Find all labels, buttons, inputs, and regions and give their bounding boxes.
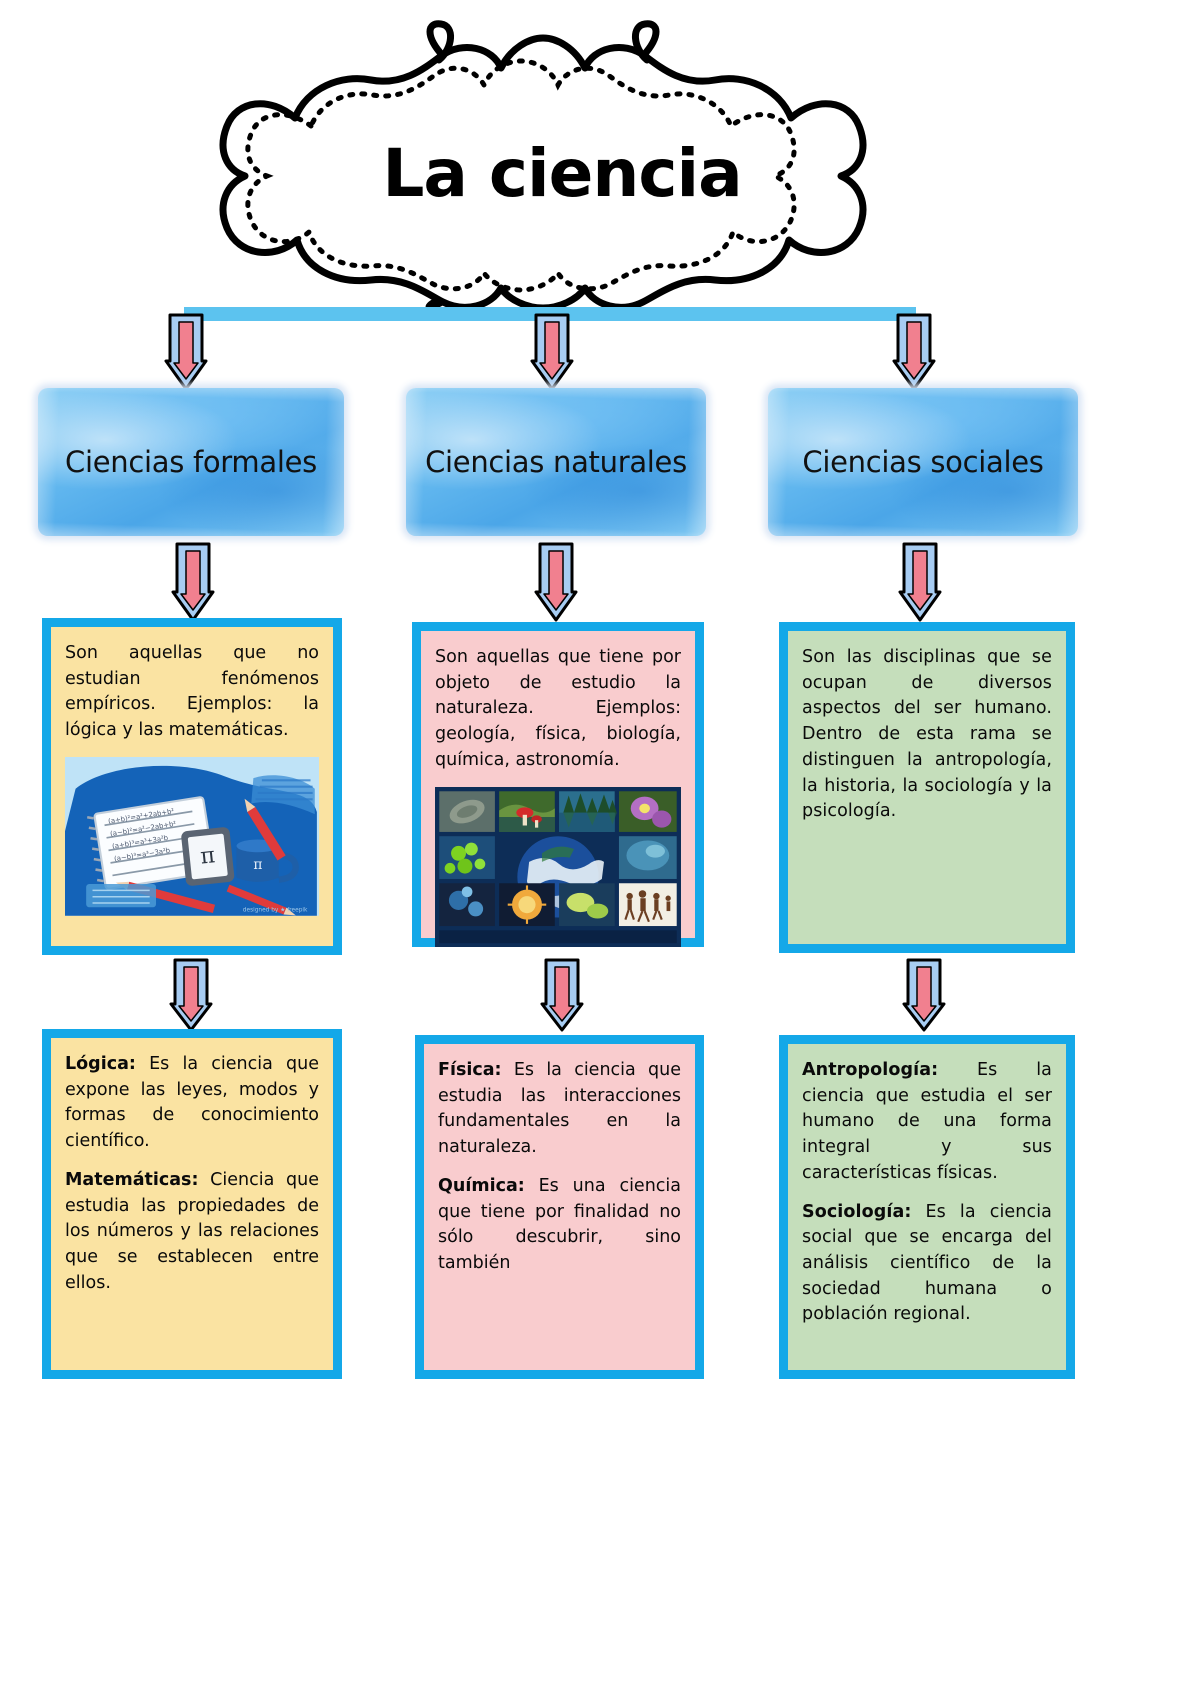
svg-text:π: π bbox=[253, 857, 262, 873]
detail-paragraph: Sociología: Es la ciencia social que se … bbox=[802, 1200, 1052, 1329]
detail-text: Ciencia que estudia las propiedades de l… bbox=[65, 1169, 319, 1293]
math-notebook-pi-illustration: (a+b)²=a²+2ab+b² (a−b)²=a²−2ab+b² (a+b)³… bbox=[65, 756, 319, 916]
branch-heading-formales[interactable]: Ciencias formales bbox=[38, 388, 344, 536]
page-title: La ciencia bbox=[382, 134, 742, 212]
description-box-naturales: Son aquellas que tiene por objeto de est… bbox=[412, 622, 704, 948]
down-arrow-icon bbox=[892, 313, 936, 391]
detail-box-formales: Lógica: Es la ciencia que expone las ley… bbox=[42, 1029, 342, 1379]
branch-heading-sociales[interactable]: Ciencias sociales bbox=[768, 388, 1078, 536]
description-box-sociales: Son las disciplinas que se ocupan de div… bbox=[779, 622, 1075, 953]
detail-term: Física: bbox=[438, 1060, 502, 1080]
detail-term: Matemáticas: bbox=[65, 1169, 199, 1190]
down-arrow-icon bbox=[164, 313, 208, 391]
detail-text: Es una ciencia que tiene por finalidad n… bbox=[438, 1175, 681, 1274]
detail-text: Es la ciencia que expone las leyes, modo… bbox=[65, 1054, 319, 1152]
branch-heading-label: Ciencias sociales bbox=[802, 445, 1044, 479]
down-arrow-icon bbox=[530, 313, 574, 391]
description-text: Son aquellas que tiene por objeto de est… bbox=[435, 647, 681, 770]
detail-box-sociales: Antropología: Es la ciencia que estudia … bbox=[779, 1035, 1075, 1379]
branch-heading-naturales[interactable]: Ciencias naturales bbox=[406, 388, 706, 536]
down-arrow-icon bbox=[898, 542, 942, 622]
down-arrow-icon bbox=[902, 958, 946, 1032]
detail-text: Es la ciencia que estudia las interaccio… bbox=[438, 1060, 681, 1158]
down-arrow-icon bbox=[169, 958, 213, 1032]
down-arrow-icon bbox=[540, 958, 584, 1032]
description-text: Son las disciplinas que se ocupan de div… bbox=[802, 647, 1052, 822]
detail-paragraph: Química: Es una ciencia que tiene por fi… bbox=[438, 1174, 681, 1277]
detail-text: Es la ciencia que estudia el ser humano … bbox=[802, 1060, 1052, 1183]
detail-paragraph: Lógica: Es la ciencia que expone las ley… bbox=[65, 1052, 319, 1155]
detail-paragraph: Física: Es la ciencia que estudia las in… bbox=[438, 1058, 681, 1161]
svg-text:designed by ★ freepik: designed by ★ freepik bbox=[243, 906, 308, 913]
detail-term: Antropología: bbox=[802, 1060, 939, 1080]
detail-term: Sociología: bbox=[802, 1201, 912, 1222]
detail-paragraph: Matemáticas: Ciencia que estudia las pro… bbox=[65, 1168, 319, 1297]
title-banner: La ciencia bbox=[175, 18, 915, 308]
branch-heading-label: Ciencias naturales bbox=[425, 445, 687, 479]
down-arrow-icon bbox=[171, 542, 215, 622]
down-arrow-icon bbox=[534, 542, 578, 622]
detail-term: Química: bbox=[438, 1175, 525, 1196]
svg-text:π: π bbox=[199, 842, 216, 869]
detail-box-naturales: Física: Es la ciencia que estudia las in… bbox=[415, 1035, 704, 1379]
description-box-formales: Son aquellas que no estudian fenómenos e… bbox=[42, 618, 342, 955]
detail-term: Lógica: bbox=[65, 1054, 136, 1074]
branch-heading-label: Ciencias formales bbox=[65, 445, 317, 479]
detail-text: Es la ciencia social que se encarga del … bbox=[802, 1201, 1052, 1325]
nature-photo-collage bbox=[435, 786, 681, 948]
description-text: Son aquellas que no estudian fenómenos e… bbox=[65, 643, 319, 741]
detail-paragraph: Antropología: Es la ciencia que estudia … bbox=[802, 1058, 1052, 1187]
